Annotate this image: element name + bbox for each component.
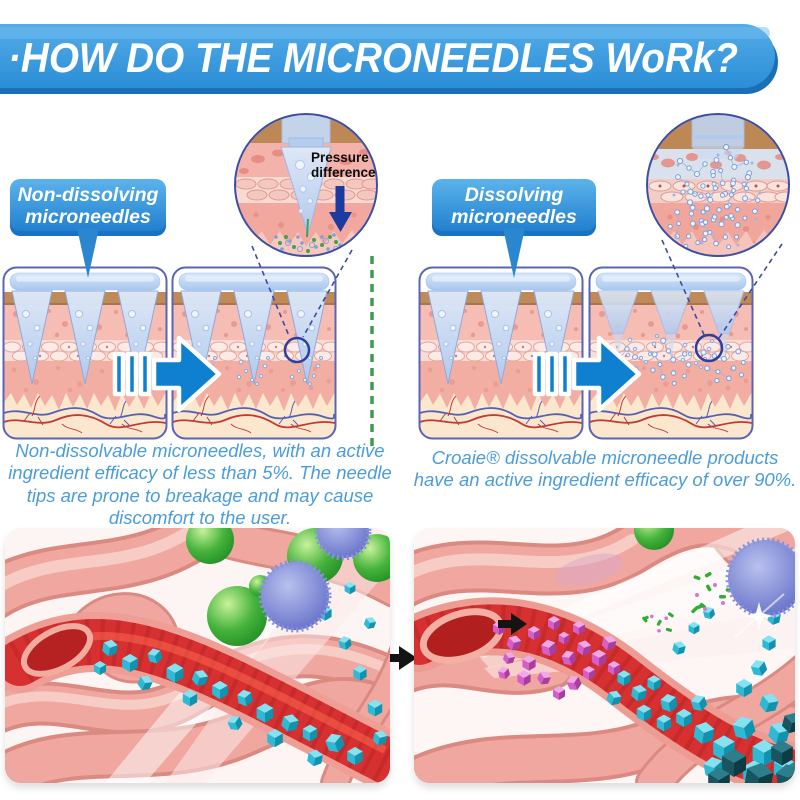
bubble-tail: [77, 228, 99, 278]
description-dissolving: Croaie® dissolvable microneedle products…: [413, 447, 797, 491]
red-blood-vessel: [5, 612, 390, 783]
label-bubble-dissolving: Dissolving microneedles: [432, 179, 596, 278]
zoom-connector-left: [251, 245, 353, 338]
zoom-circle-left: [283, 336, 311, 364]
pressure-caption-line1: Pressure: [311, 150, 369, 165]
label-bubble-non-dissolving: Non-dissolving microneedles: [10, 179, 166, 278]
sparkle-flare: [733, 593, 785, 639]
skin-panel-nondissolving-after: [171, 266, 340, 440]
applicator-light-cone: [165, 528, 390, 783]
title-banner: ·HOW DO THE MICRONEEDLES WoRk?: [0, 24, 778, 94]
inset-pressure-difference: [234, 113, 378, 257]
zoom-circle-right: [694, 333, 724, 363]
blood-vessel-image-before: [5, 528, 390, 783]
step-arrow-icon: [386, 646, 417, 670]
zoom-connector-right: [661, 239, 783, 339]
immune-cell-sphere-blue: [725, 537, 795, 619]
page-title: ·HOW DO THE MICRONEEDLES WoRk?: [8, 34, 738, 81]
flow-arrow-icon: [498, 613, 527, 635]
pressure-down-arrow-icon: [329, 186, 352, 232]
immune-cell-spheres-blue: [258, 528, 372, 633]
bubble-tail: [503, 228, 525, 278]
inset-dissolving-needle: [646, 113, 790, 257]
description-non-dissolving: Non-dissolvable microneedles, with an ac…: [8, 440, 392, 529]
pressure-caption-line2: difference: [311, 165, 376, 180]
label-dissolving-line1: Dissolving: [465, 184, 564, 206]
skin-panel-dissolving-after: [588, 266, 757, 440]
tissue-blob: [554, 553, 624, 587]
blood-vessel-image-after: [414, 528, 795, 783]
label-non-dissolving-line2: microneedles: [25, 206, 151, 228]
label-non-dissolving-line1: Non-dissolving: [18, 184, 159, 206]
label-dissolving-line2: microneedles: [451, 206, 577, 228]
